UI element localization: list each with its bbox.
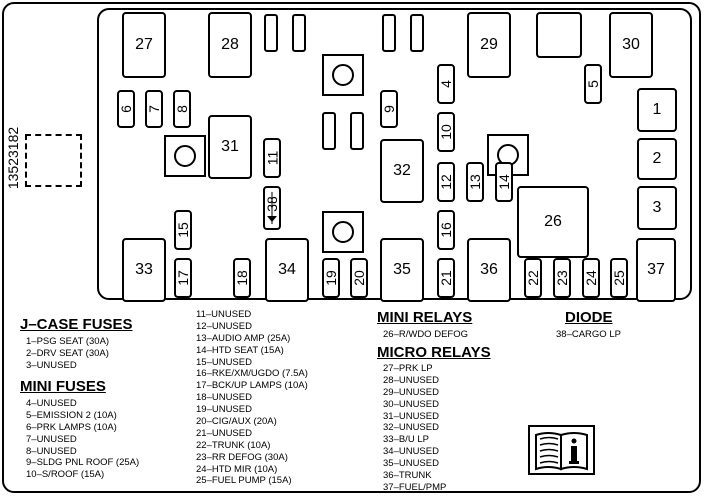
mini-relays-list: 26–R/WDO DEFOG — [383, 329, 468, 340]
owners-manual-info-icon — [528, 425, 595, 475]
jcase-list: 1–PSG SEAT (30A) 2–DRV SEAT (30A) 3–UNUS… — [26, 336, 110, 371]
mini-fuse-22: 22 — [524, 258, 542, 298]
micro-relays-heading: MICRO RELAYS — [377, 344, 491, 361]
mini-fuse-4: 4 — [437, 64, 455, 104]
relay-34: 34 — [265, 238, 309, 302]
mini-fuse-11: 11 — [263, 138, 281, 178]
mounting-bolt — [322, 211, 364, 253]
diode-symbol-icon — [267, 192, 277, 224]
relay-35: 35 — [380, 238, 424, 302]
mini-fuse-15: 15 — [174, 210, 192, 250]
mini-fuse-12: 12 — [437, 162, 455, 202]
relay-31: 31 — [208, 115, 252, 179]
mini-fuse-25: 25 — [610, 258, 628, 298]
bolt-circle — [174, 145, 196, 167]
relay-29: 29 — [467, 12, 511, 78]
bolt-circle — [332, 64, 354, 86]
mini-fuse-23: 23 — [553, 258, 571, 298]
relay-33: 33 — [122, 238, 166, 302]
mini-fuse-18: 18 — [233, 258, 251, 298]
diode-list: 38–CARGO LP — [556, 329, 621, 340]
jcase-heading: J–CASE FUSES — [20, 316, 133, 333]
mini-fuse-7: 7 — [145, 90, 163, 128]
jcase-fuse-1: 1 — [637, 88, 677, 132]
mini-relays-heading: MINI RELAYS — [377, 309, 473, 326]
fuse-slot — [322, 112, 336, 150]
relay-28: 28 — [208, 12, 252, 78]
relay-30: 30 — [609, 12, 653, 78]
mini-fuses-heading: MINI FUSES — [20, 378, 106, 395]
mini-fuse-8: 8 — [173, 90, 191, 128]
empty-socket — [536, 12, 582, 58]
fuse-slot — [350, 112, 364, 150]
mini-fuse-13: 13 — [466, 162, 484, 202]
dashed-outline — [25, 134, 82, 187]
mini-fuse-9: 9 — [380, 90, 398, 128]
fuses-continued-list: 11–UNUSED 12–UNUSED 13–AUDIO AMP (25A) 1… — [196, 309, 308, 487]
mini-fuse-24: 24 — [582, 258, 600, 298]
relay-32: 32 — [380, 139, 424, 203]
relay-26: 26 — [517, 186, 589, 258]
mini-fuse-5: 5 — [584, 64, 602, 104]
diode-38: 38 — [263, 186, 281, 230]
relay-27: 27 — [122, 12, 166, 78]
fuse-slot — [382, 14, 396, 52]
mini-fuse-21: 21 — [437, 258, 455, 298]
relay-37: 37 — [636, 238, 676, 302]
fuse-slot — [292, 14, 306, 52]
micro-relays-list: 27–PRK LP 28–UNUSED 29–UNUSED 30–UNUSED … — [383, 363, 447, 493]
diode-heading: DIODE — [565, 309, 613, 326]
mini-fuse-14: 14 — [495, 162, 513, 202]
mini-fuse-20: 20 — [350, 258, 368, 298]
relay-36: 36 — [467, 238, 511, 302]
fuse-slot — [410, 14, 424, 52]
mini-fuse-10: 10 — [437, 112, 455, 152]
mini-fuse-6: 6 — [117, 90, 135, 128]
mini-fuse-17: 17 — [174, 258, 192, 298]
mini-fuse-19: 19 — [322, 258, 340, 298]
part-number: 13523182 — [5, 126, 22, 190]
mini-fuse-16: 16 — [437, 210, 455, 250]
diagram-border — [2, 2, 701, 493]
jcase-fuse-3: 3 — [637, 186, 677, 230]
bolt-circle — [332, 221, 354, 243]
mini-fuses-list: 4–UNUSED 5–EMISSION 2 (10A) 6–PRK LAMPS … — [26, 398, 140, 481]
fuse-slot — [264, 14, 278, 52]
jcase-fuse-2: 2 — [637, 138, 677, 180]
